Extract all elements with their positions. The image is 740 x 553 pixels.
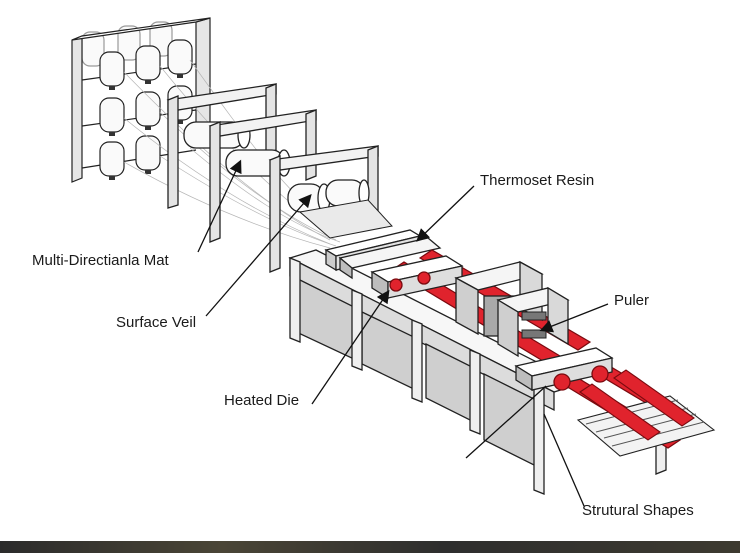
label-structural-shapes: Strutural Shapes: [582, 502, 694, 519]
output-rack: [576, 369, 716, 457]
cutoff-block: [514, 347, 614, 392]
label-surface-veil: Surface Veil: [116, 314, 197, 331]
label-puller: Puler: [614, 292, 650, 309]
heated-die-block: [370, 255, 464, 300]
mat-roll-frames: [166, 83, 393, 273]
structural-shapes-leader-2: [465, 385, 547, 459]
resin-bath: [324, 229, 442, 280]
label-thermoset-resin: Thermoset Resin: [480, 172, 595, 189]
puller-leader: [539, 303, 609, 333]
multi-directional-mat-leader: [197, 159, 242, 253]
bottom-bar: [0, 541, 740, 553]
machine-bed: [288, 249, 667, 495]
heated-die-leader: [311, 289, 390, 405]
label-heated-die: Heated Die: [224, 392, 300, 409]
puller: [454, 260, 570, 358]
surface-veil-leader: [205, 194, 312, 317]
label-multi-directional-mat: Multi-Directianla Mat: [32, 252, 169, 269]
leader-lines: [197, 159, 609, 507]
thermoset-resin-leader: [416, 185, 475, 242]
structural-shapes-leader: [543, 413, 585, 507]
